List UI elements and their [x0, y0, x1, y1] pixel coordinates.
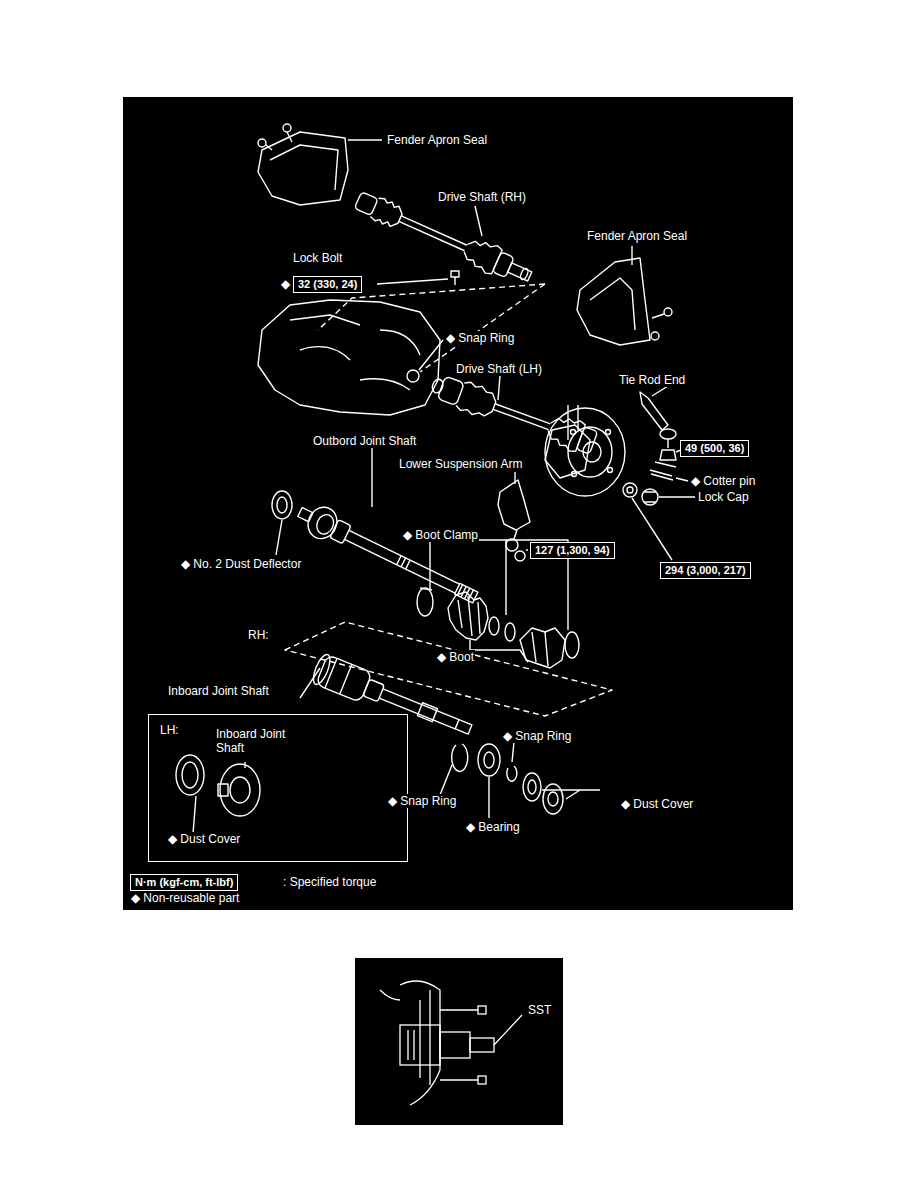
torque-box: 49 (500, 36)	[680, 440, 749, 457]
part-label: Drive Shaft (LH)	[455, 362, 543, 376]
part-label: ◆ Bearing	[465, 820, 521, 834]
part-label: ◆ Dust Cover	[620, 797, 694, 811]
part-label: Outbord Joint Shaft	[312, 434, 417, 448]
part-label: Lower Suspension Arm	[398, 457, 523, 471]
part-label: ◆ Snap Ring	[502, 729, 572, 743]
torque-value: N·m (kgf-cm, ft-lbf)	[135, 876, 233, 889]
torque-box: 294 (3,000, 217)	[660, 562, 751, 579]
torque-box: 32 (330, 24)	[293, 276, 362, 293]
part-label: Lock Cap	[697, 490, 750, 504]
part-label: ◆ Cotter pin	[690, 474, 756, 488]
part-label: Drive Shaft (RH)	[437, 190, 527, 204]
inset-panel: LH: Inboard Joint Shaft ◆ Dust Cover	[148, 714, 408, 862]
torque-value: 294 (3,000, 217)	[665, 564, 746, 577]
part-label: SST	[527, 1003, 552, 1017]
part-label: Tie Rod End	[618, 373, 686, 387]
part-label: Lock Bolt	[292, 251, 343, 265]
torque-value: 127 (1,300, 94)	[535, 544, 610, 557]
part-label: : Specified torque	[282, 875, 377, 889]
part-label: RH:	[247, 628, 270, 642]
part-label: ◆ Dust Cover	[167, 832, 241, 846]
torque-value: 49 (500, 36)	[685, 442, 744, 455]
part-label: Fender Apron Seal	[386, 133, 488, 147]
part-label: ◆ Snap Ring	[387, 794, 457, 808]
part-label: ◆	[280, 277, 291, 291]
part-label: ◆ Snap Ring	[445, 331, 515, 345]
part-label: LH:	[159, 723, 180, 737]
part-label: ◆ No. 2 Dust Deflector	[180, 557, 302, 571]
part-label: Fender Apron Seal	[586, 229, 688, 243]
part-label: ◆ Non-reusable part	[130, 891, 240, 905]
part-label: ◆ Boot Clamp	[402, 528, 479, 542]
part-label: Inboard Joint Shaft	[215, 727, 313, 755]
torque-box: N·m (kgf-cm, ft-lbf)	[130, 874, 238, 891]
torque-box: 127 (1,300, 94)	[530, 542, 615, 559]
part-label: ◆ Boot	[436, 650, 475, 664]
torque-value: 32 (330, 24)	[298, 278, 357, 291]
part-label: Inboard Joint Shaft	[167, 684, 270, 698]
